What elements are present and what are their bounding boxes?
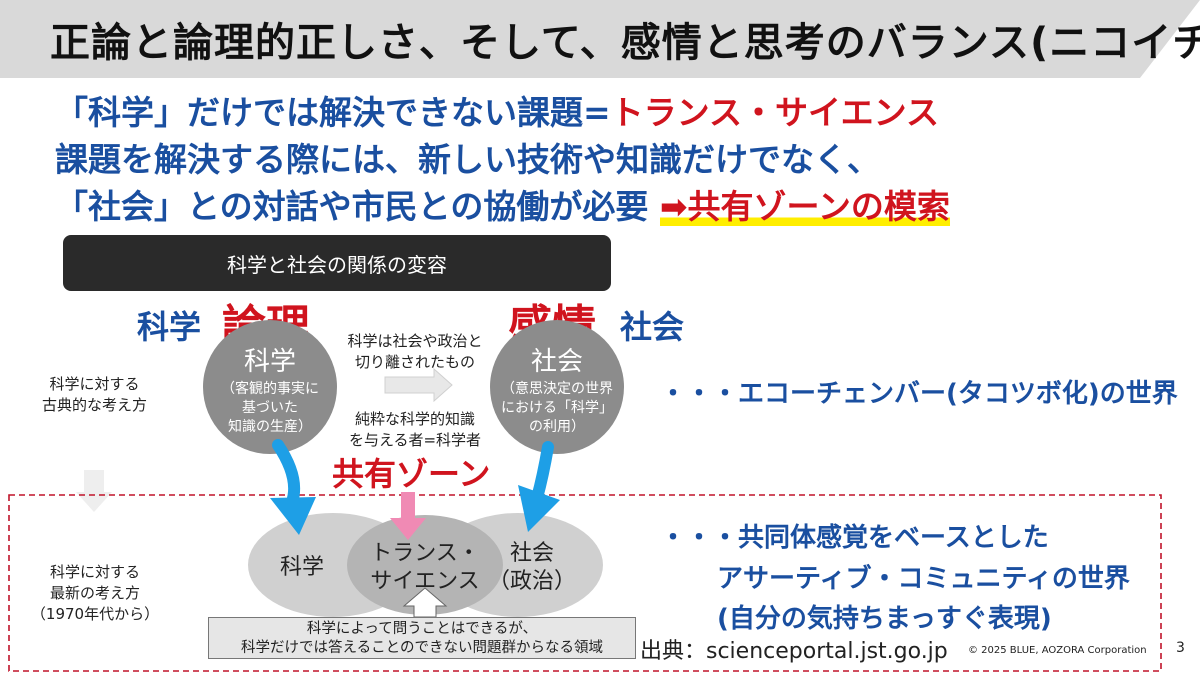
shared-zone-arrow-shaft bbox=[401, 492, 415, 520]
intro-line-2: 課題を解決する際には、新しい技術や知識だけでなく、 bbox=[55, 140, 880, 179]
trans-science-ellipse-label: トランス・ サイエンス bbox=[370, 541, 480, 594]
trans-science-definition-box: 科学によって問うことはできるが、 科学だけでは答えることのできない問題群からなる… bbox=[208, 617, 636, 659]
science-ellipse-label: 科学 bbox=[279, 555, 324, 580]
page-number: 3 bbox=[1176, 640, 1185, 656]
intro-line-3: 「社会」との対話や市民との協働が必要 ➡共有ゾーンの模索 bbox=[55, 180, 950, 228]
society-arrow-head bbox=[518, 485, 560, 532]
society-circle-desc: （意思決定の世界 における「科学」 の利用） bbox=[501, 381, 613, 435]
science-circle bbox=[203, 320, 337, 454]
science-down-arrow bbox=[272, 439, 301, 508]
science-circle-desc: （客観的事実に 基づいた 知識の生産） bbox=[221, 381, 319, 435]
community-line-1: ・・・共同体感覚をベースとした bbox=[660, 523, 1049, 553]
science-label: 科学 bbox=[137, 308, 202, 346]
classic-view-label: 科学に対する 古典的な考え方 bbox=[41, 375, 147, 414]
diagram-header: 科学と社会の関係の変容 bbox=[63, 235, 611, 291]
separation-arrow bbox=[384, 367, 453, 403]
intro-line-1: 「科学」だけでは解決できない課題=トランス・サイエンス bbox=[55, 86, 939, 134]
society-circle-title: 社会 bbox=[530, 347, 583, 377]
science-arrow-head bbox=[270, 497, 316, 535]
trans-science-highlight: トランス・サイエンス bbox=[610, 93, 940, 132]
community-line-3: (自分の気持ちまっすぐ表現) bbox=[717, 604, 1052, 634]
source-credit: 出典：scienceportal.jst.go.jp bbox=[640, 639, 948, 664]
society-label: 社会 bbox=[620, 308, 685, 346]
shared-zone-arrow-head bbox=[390, 518, 426, 540]
classic-to-modern-arrow bbox=[76, 470, 112, 512]
separated-text: 科学は社会や政治と 切り離されたもの bbox=[347, 332, 483, 371]
intro-line-1-prefix: 「科学」だけでは解決できない課題= bbox=[55, 93, 611, 132]
society-circle bbox=[490, 320, 624, 454]
title-bar-background bbox=[0, 0, 1200, 78]
shared-zone-label: 共有ゾーン bbox=[332, 455, 491, 493]
community-line-2: アサーティブ・コミュニティの世界 bbox=[717, 564, 1130, 594]
society-ellipse-label: 社会 （政治） bbox=[487, 541, 576, 594]
shared-zone-highlight: ➡共有ゾーンの模索 bbox=[659, 187, 950, 226]
modern-view-label: 科学に対する 最新の考え方 （1970年代から） bbox=[30, 563, 160, 623]
science-circle-title: 科学 bbox=[243, 347, 296, 377]
intro-line-3-prefix: 「社会」との対話や市民との協働が必要 bbox=[55, 187, 660, 226]
modern-region-border bbox=[8, 494, 1162, 672]
pure-knowledge-text: 純粋な科学的知識 を与える者=科学者 bbox=[348, 410, 482, 449]
society-down-arrow bbox=[531, 441, 554, 504]
copyright: © 2025 BLUE, AOZORA Corporation bbox=[968, 645, 1147, 656]
trans-science-ellipse bbox=[347, 515, 503, 615]
page-title: 正論と論理的正しさ、そして、感情と思考のバランス(ニコイチ) bbox=[50, 20, 1200, 66]
echo-chamber-text: ・・・エコーチェンバー(タコツボ化)の世界 bbox=[660, 379, 1178, 409]
box-up-arrow bbox=[402, 587, 448, 618]
